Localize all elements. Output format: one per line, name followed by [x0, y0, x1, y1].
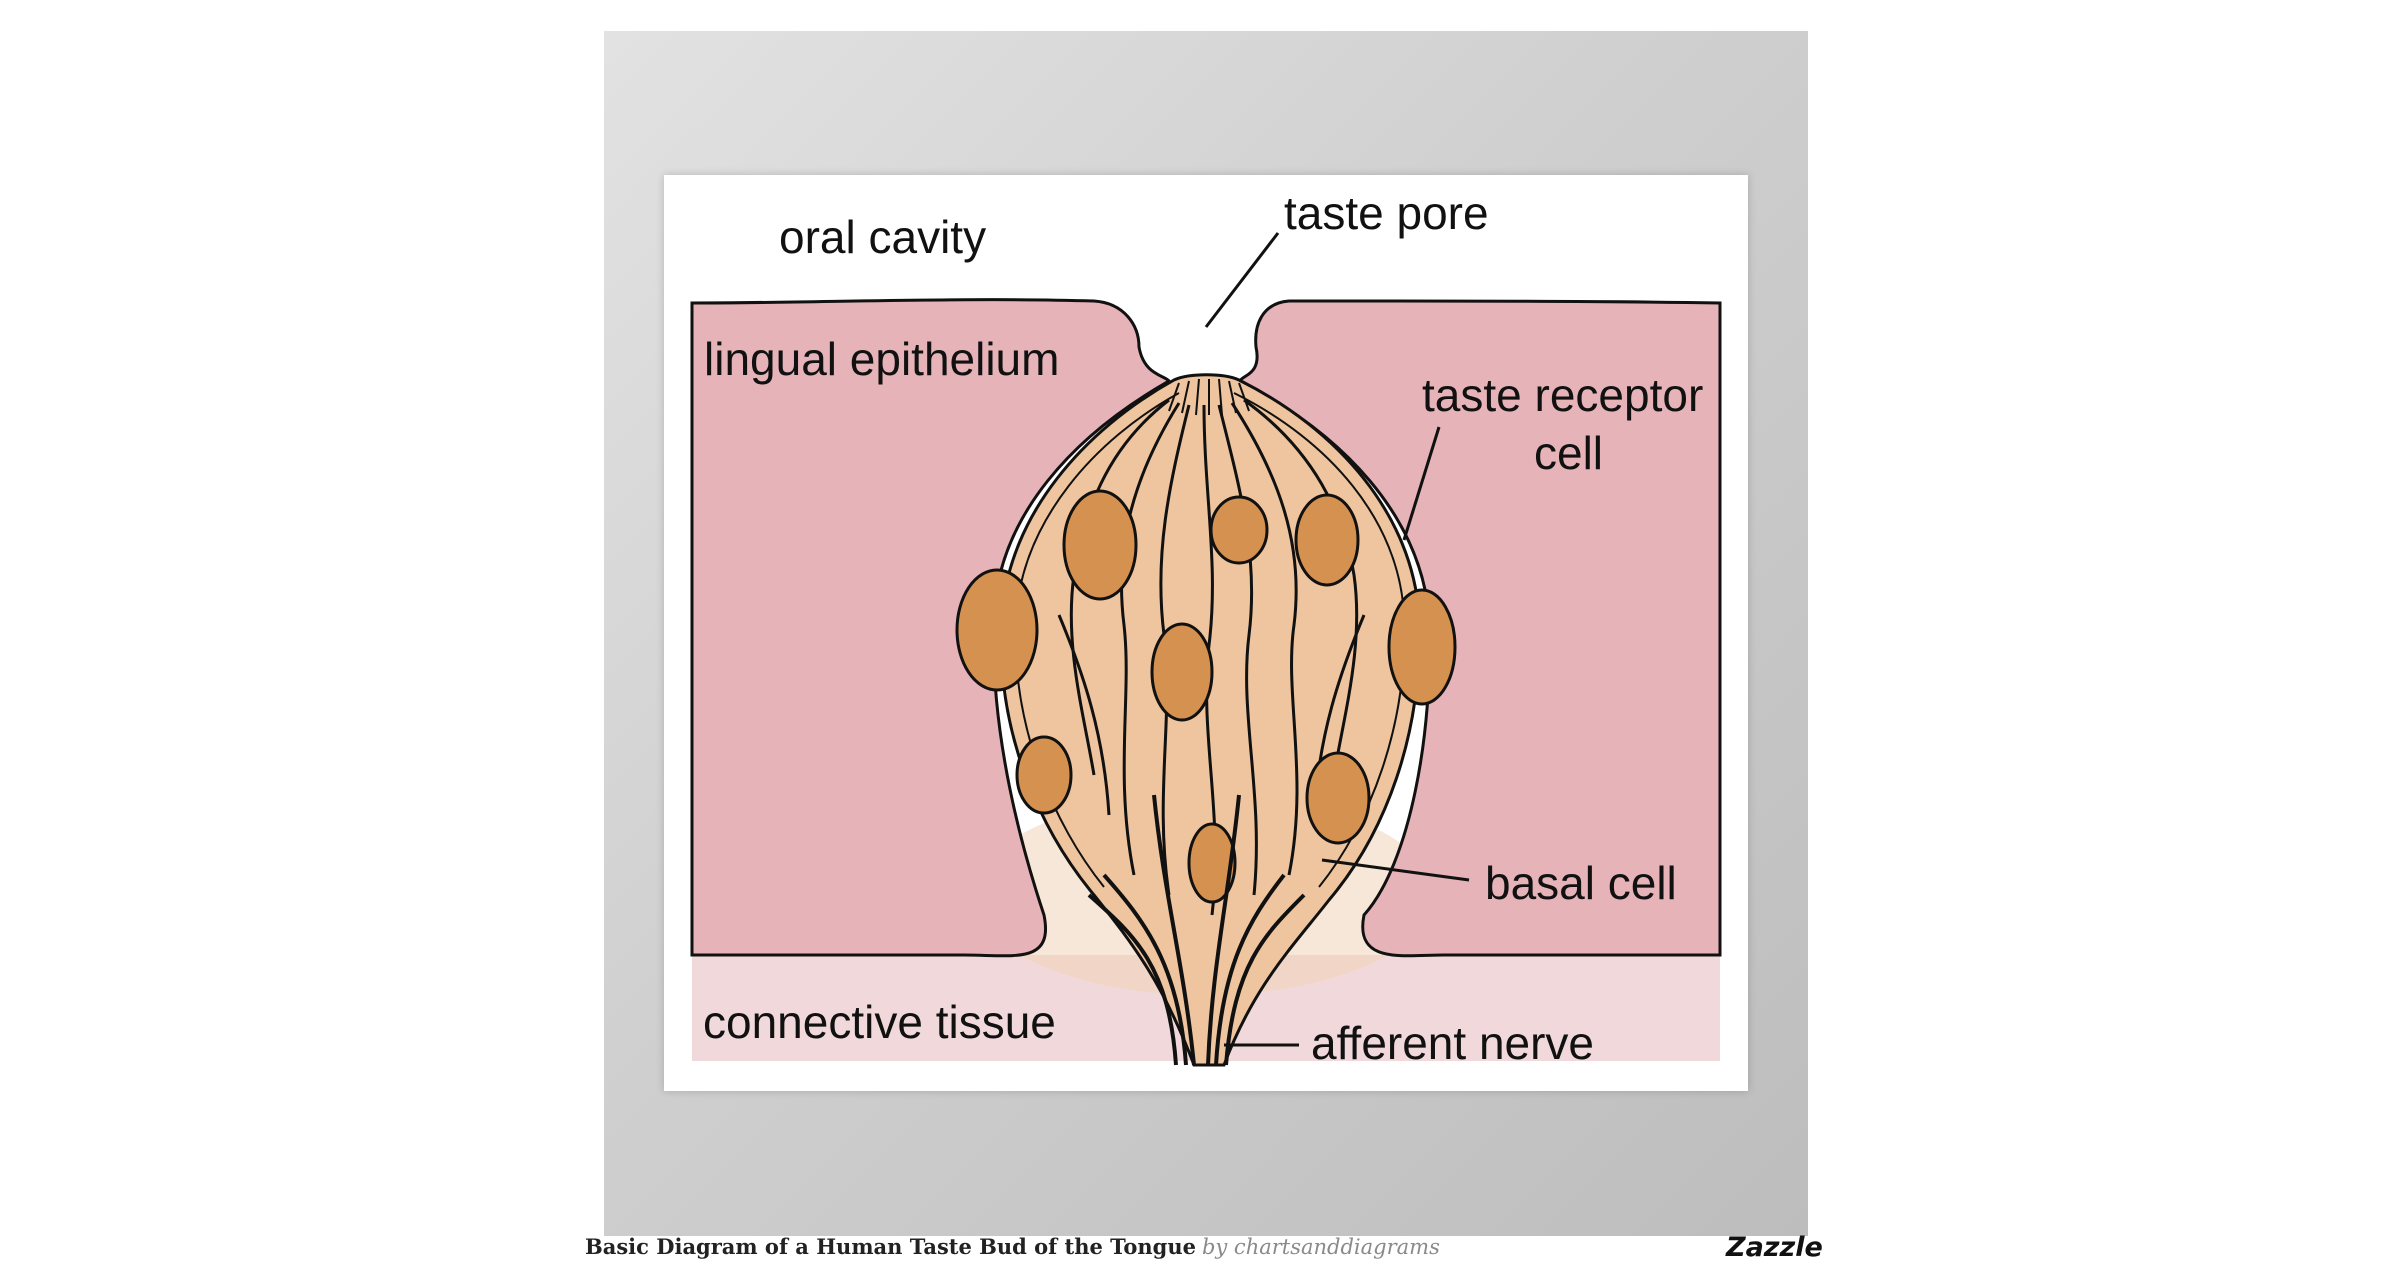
label-lingual-epithelium: lingual epithelium	[704, 333, 1059, 385]
cell-outline	[1230, 402, 1299, 876]
product-caption: Basic Diagram of a Human Taste Bud of th…	[585, 1234, 1440, 1259]
taste-receptor-leader	[1402, 426, 1441, 541]
label-connective-tissue: connective tissue	[703, 996, 1056, 1048]
nucleus	[1305, 751, 1371, 845]
label-taste-receptor-line2: cell	[1534, 427, 1603, 479]
nucleus	[1015, 735, 1073, 815]
product-byline[interactable]: by chartsanddiagrams	[1201, 1235, 1440, 1259]
nucleus	[1387, 588, 1457, 706]
cell-outline	[1217, 404, 1258, 896]
label-basal-cell: basal cell	[1485, 857, 1677, 909]
afferent-nerve-fibers	[1087, 794, 1306, 1066]
cell-outline	[1120, 402, 1181, 876]
taste-bud-diagram: oral cavity taste pore lingual epitheliu…	[690, 187, 1722, 1069]
nucleus	[955, 568, 1039, 692]
leader-lines	[1204, 232, 1470, 1047]
zazzle-logo[interactable]: Zazzle	[1726, 1232, 1823, 1262]
nucleus	[1209, 495, 1269, 565]
taste-pore-leader	[1204, 232, 1280, 328]
label-taste-pore: taste pore	[1284, 187, 1489, 239]
nucleus	[1187, 822, 1237, 904]
label-taste-receptor-line1: taste receptor	[1422, 369, 1703, 421]
label-oral-cavity: oral cavity	[779, 211, 986, 263]
basal-cell-leader	[1321, 858, 1470, 882]
nucleus	[1294, 493, 1360, 587]
label-afferent-nerve: afferent nerve	[1311, 1017, 1594, 1069]
nucleus	[1150, 622, 1214, 722]
product-title[interactable]: Basic Diagram of a Human Taste Bud of th…	[585, 1234, 1196, 1259]
taste-pore-microvilli	[1168, 378, 1250, 416]
cell-outline	[1243, 398, 1359, 776]
cell-outline	[1057, 614, 1111, 816]
cell-nuclei	[955, 489, 1457, 904]
nucleus	[1062, 489, 1138, 601]
poster[interactable]: oral cavity taste pore lingual epitheliu…	[664, 175, 1748, 1091]
lingual-epithelium-region	[690, 298, 1722, 958]
